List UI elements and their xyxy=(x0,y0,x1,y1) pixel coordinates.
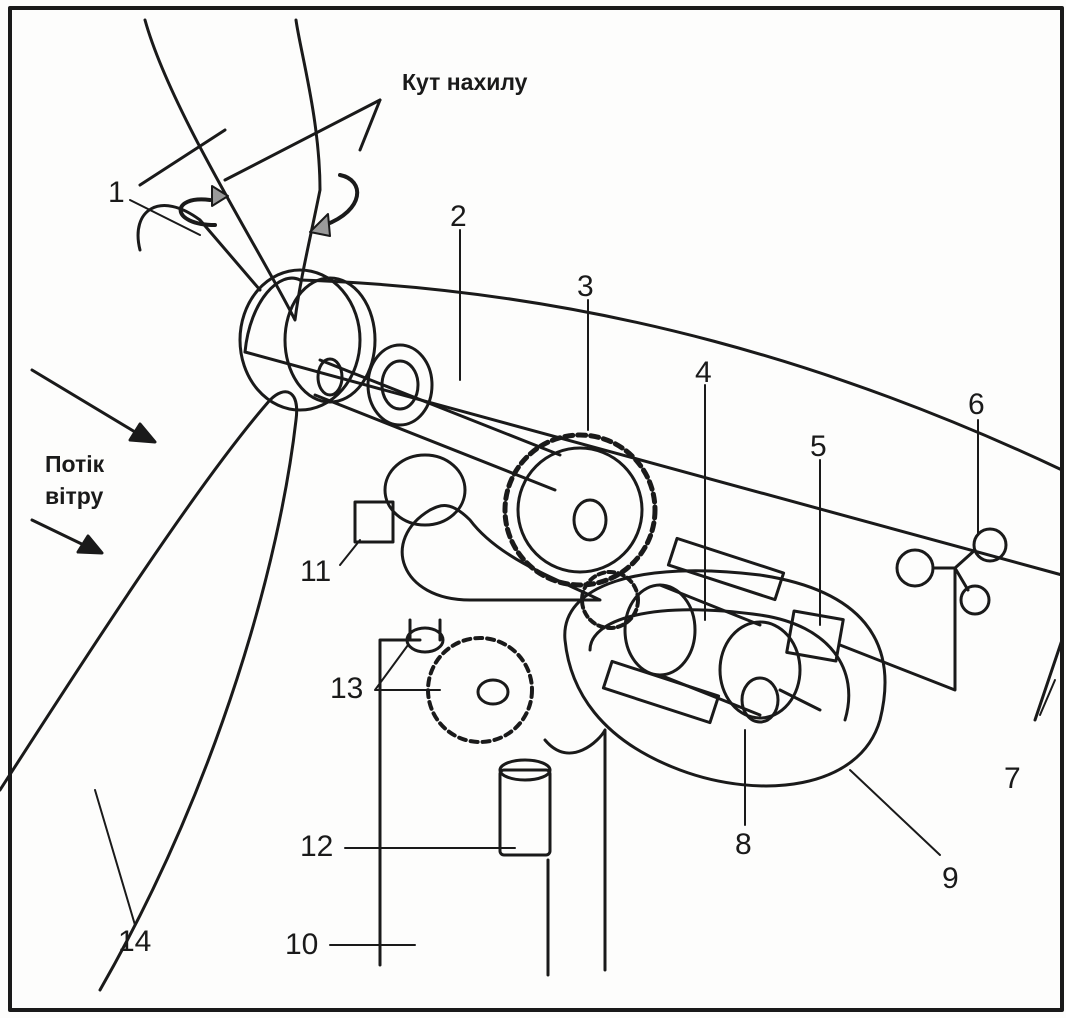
rotor-blade-upper xyxy=(143,18,322,322)
wind-flow-caption-line1: Потік xyxy=(45,451,105,477)
wind-flow-arrows xyxy=(30,368,142,550)
gearbox-drum xyxy=(383,453,467,527)
callout-1: 1 xyxy=(108,176,125,209)
wind-arrowhead-2 xyxy=(76,534,104,555)
gearbox-housing xyxy=(400,504,602,602)
generator-windings xyxy=(601,536,786,725)
rotation-arrow-right xyxy=(323,173,360,227)
callout-3: 3 xyxy=(577,270,594,303)
controller-box xyxy=(785,609,845,663)
callout-4: 4 xyxy=(695,356,712,389)
callout-10: 10 xyxy=(285,928,319,961)
yaw-drive xyxy=(405,618,445,654)
callout-2: 2 xyxy=(450,200,467,233)
main-bearing xyxy=(366,343,434,427)
callout-9: 9 xyxy=(942,862,959,895)
callout-13: 13 xyxy=(330,672,364,705)
brake-block xyxy=(353,500,395,544)
yaw-motor xyxy=(498,758,552,857)
yaw-gear xyxy=(426,636,534,744)
callout-11: 11 xyxy=(300,555,332,588)
generator-enclosure xyxy=(563,569,887,788)
blade-root-upper xyxy=(136,204,262,292)
frame-border xyxy=(8,6,1064,1012)
wind-arrowhead-1 xyxy=(128,422,157,444)
callout-leaders xyxy=(94,199,1056,946)
tilt-angle-caption: Кут нахилу xyxy=(402,69,528,95)
callout-8: 8 xyxy=(735,828,752,861)
gearbox-gear xyxy=(502,432,658,588)
rotor-blade-lower xyxy=(0,390,299,992)
callout-12: 12 xyxy=(300,830,334,863)
callout-7: 7 xyxy=(1004,762,1021,795)
wind-vane xyxy=(1033,638,1064,722)
rotation-arrow-left xyxy=(178,197,217,227)
wind-flow-caption-line2: вітру xyxy=(45,483,104,509)
sensor-cable xyxy=(838,568,957,692)
callout-6: 6 xyxy=(968,388,985,421)
generator-enclosure-inner xyxy=(588,608,851,722)
pitch-angle-lines xyxy=(138,98,382,187)
callout-5: 5 xyxy=(810,430,827,463)
tower xyxy=(378,638,607,977)
callout-14: 14 xyxy=(118,925,152,958)
anemometer xyxy=(895,527,1008,616)
